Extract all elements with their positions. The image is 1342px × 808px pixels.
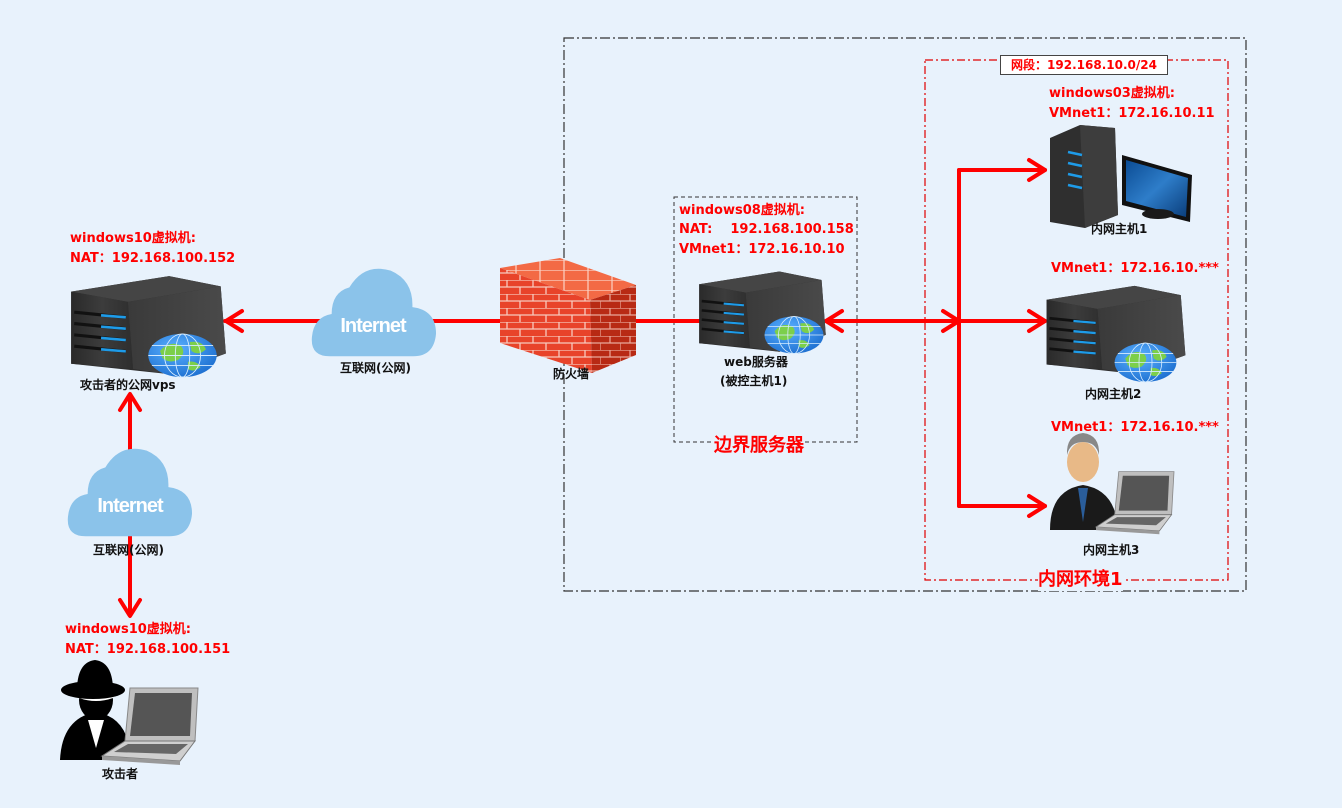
- arrowhead-attacker-down: [118, 598, 142, 618]
- host3-ip-label: VMnet1：172.16.10.***: [1051, 420, 1219, 435]
- host2-caption: 内网主机2: [1085, 387, 1142, 401]
- arrowhead-host2: [1027, 309, 1047, 333]
- web-caption-line2: (被控主机1): [720, 374, 788, 388]
- vps-vm-label: windows10虚拟机:: [70, 231, 196, 246]
- host1-caption: 内网主机1: [1091, 222, 1148, 236]
- dmz-zone-label: 边界服务器: [714, 431, 804, 457]
- internet-cloud-mid-icon[interactable]: [311, 268, 437, 357]
- host3-caption: 内网主机3: [1083, 543, 1140, 557]
- vps-caption: 攻击者的公网vps: [80, 378, 176, 392]
- intranet-subnet-label: 网段：192.168.10.0/24: [1000, 55, 1168, 75]
- web-nat-ip-label: NAT: 192.168.100.158: [679, 222, 854, 237]
- web-vm-label: windows08虚拟机:: [679, 203, 805, 218]
- arrowhead-host1: [1027, 158, 1047, 182]
- web-caption-line1: web服务器: [724, 355, 788, 369]
- arrowhead-host3: [1027, 494, 1047, 518]
- intranet-host1-tower-monitor-icon[interactable]: [1050, 125, 1192, 228]
- internet-left-caption: 互联网(公网): [93, 543, 164, 557]
- internet-mid-caption: 互联网(公网): [340, 361, 411, 375]
- firewall-icon[interactable]: [500, 258, 636, 373]
- network-links: [118, 158, 1047, 618]
- host1-vm-label: windows03虚拟机:: [1049, 86, 1175, 101]
- web-server-icon[interactable]: [697, 270, 828, 355]
- cloud-mid-text: Internet: [340, 315, 407, 337]
- outer-network-zone: [563, 37, 1247, 592]
- attacker-caption: 攻击者: [102, 767, 139, 781]
- arrowhead-vps: [224, 309, 244, 333]
- arrowhead-web: [824, 309, 844, 333]
- cloud-left-text: Internet: [97, 495, 164, 517]
- web-vmnet-ip-label: VMnet1：172.16.10.10: [679, 242, 845, 257]
- attacker-hacker-laptop-icon[interactable]: [60, 660, 199, 766]
- host2-ip-label: VMnet1：172.16.10.***: [1051, 261, 1219, 276]
- vps-server-icon[interactable]: [69, 274, 228, 378]
- attacker-ip-label: NAT：192.168.100.151: [65, 642, 231, 657]
- intranet-host2-server-icon[interactable]: [1045, 284, 1187, 383]
- arrowhead-vps-up: [118, 392, 142, 412]
- intranet-zone-label: 内网环境1: [1038, 565, 1123, 591]
- attacker-vm-label: windows10虚拟机:: [65, 622, 191, 637]
- vps-ip-label: NAT：192.168.100.152: [70, 251, 236, 266]
- firewall-caption: 防火墙: [553, 367, 590, 381]
- internet-cloud-left-icon[interactable]: [67, 448, 193, 537]
- intranet-host3-user-laptop-icon[interactable]: [1050, 433, 1175, 535]
- host1-ip-label: VMnet1：172.16.10.11: [1049, 106, 1215, 121]
